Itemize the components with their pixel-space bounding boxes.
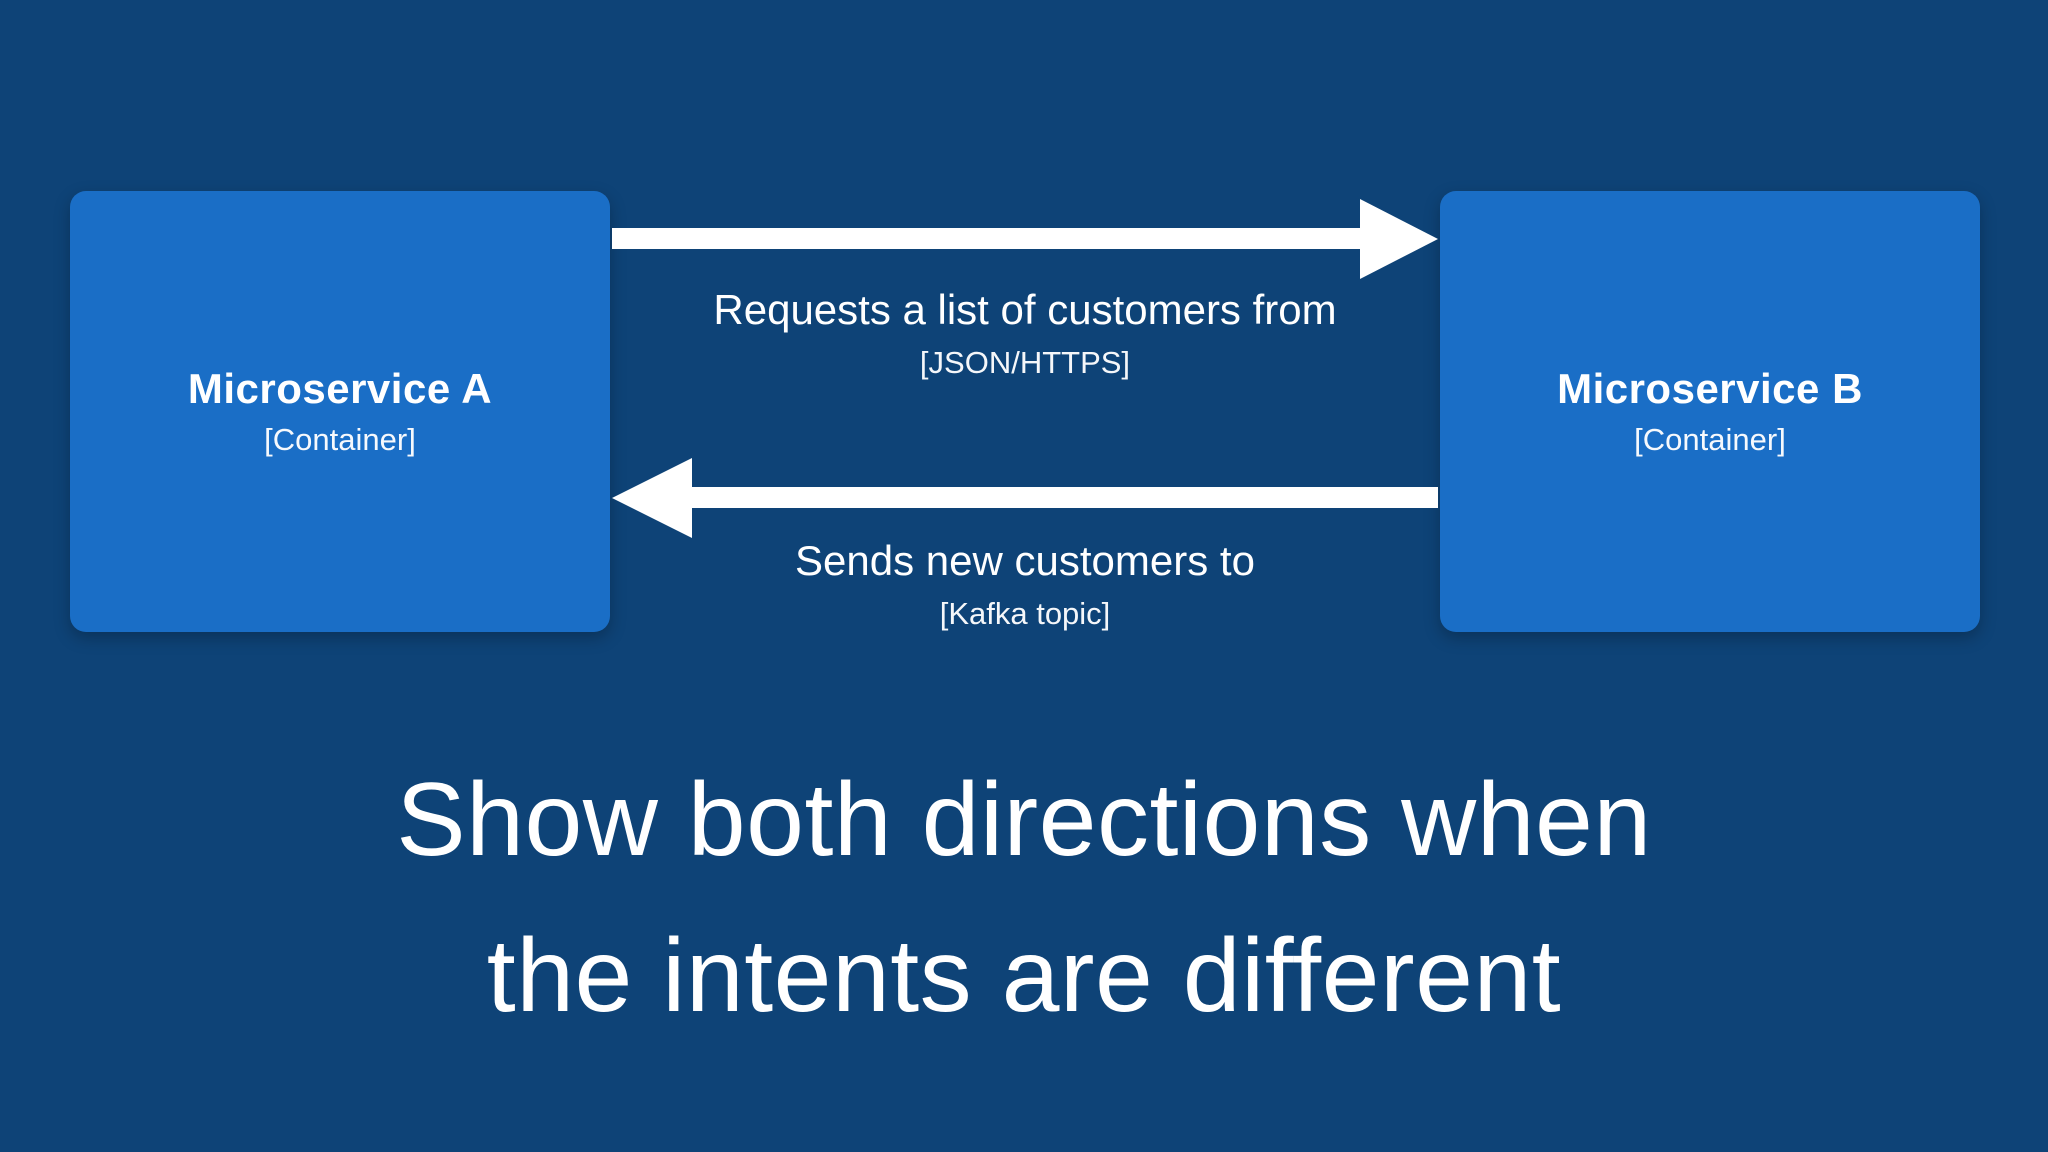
arrowhead-left-icon (612, 458, 692, 538)
caption-line-2: the intents are different (486, 918, 1562, 1034)
container-box-microservice-b: Microservice B [Container] (1440, 191, 1980, 632)
container-type-label: [Container] (264, 421, 416, 457)
container-title: Microservice A (187, 364, 493, 412)
arrow-b-to-a-shaft (690, 487, 1438, 508)
arrowhead-right-icon (1360, 199, 1438, 279)
relationship-a-to-b: Requests a list of customers from [JSON/… (612, 285, 1438, 383)
caption-line-1: Show both directions when (396, 762, 1652, 878)
relationship-label: Sends new customers to (795, 537, 1255, 584)
relationship-b-to-a: Sends new customers to [Kafka topic] (612, 536, 1438, 634)
container-box-microservice-a: Microservice A [Container] (70, 191, 610, 632)
relationship-label: Requests a list of customers from (713, 286, 1337, 333)
container-title: Microservice B (1557, 364, 1863, 412)
slide-caption: Show both directions when the intents ar… (0, 742, 2048, 1054)
relationship-technology: [Kafka topic] (939, 596, 1111, 631)
container-type-label: [Container] (1634, 421, 1786, 457)
arrow-a-to-b-shaft (612, 228, 1362, 249)
relationship-technology: [JSON/HTTPS] (919, 345, 1131, 380)
